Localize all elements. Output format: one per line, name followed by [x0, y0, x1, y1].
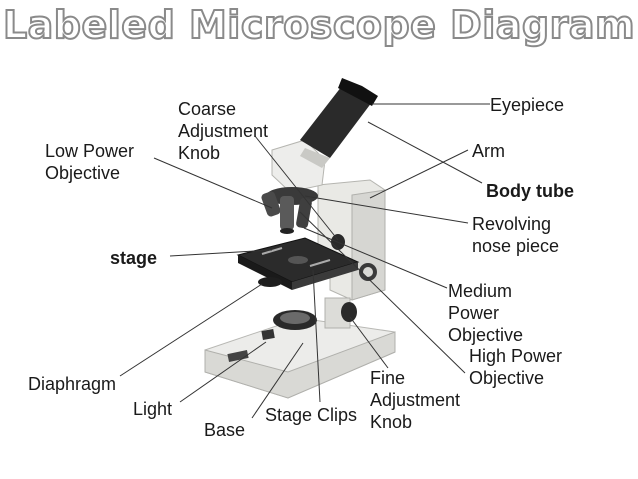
microscope-stage: [236, 237, 360, 290]
label-arm: Arm: [472, 141, 505, 161]
label-light: Light: [133, 399, 173, 419]
label-low-power-objective: Low Power Objective: [45, 141, 135, 183]
leader-line-high-power: [299, 211, 466, 374]
leader-line-light: [179, 341, 267, 403]
leader-line-fine-adjustment: [349, 316, 389, 369]
leader-line-low-power: [153, 157, 273, 209]
label-stage: stage: [110, 248, 158, 268]
leader-line-revolving-nose-piece: [304, 195, 469, 224]
microscope-head: [261, 78, 378, 234]
leader-line-stage-clips: [312, 269, 321, 403]
label-base: Base: [204, 420, 246, 440]
label-fine-adjustment-knob: Fine Adjustment Knob: [370, 368, 461, 432]
label-body-tube: Body tube: [486, 181, 574, 201]
label-high-power-objective: High Power Objective: [469, 346, 563, 388]
leader-line-arm: [369, 149, 469, 199]
leader-line-base: [251, 342, 304, 419]
label-eyepiece: Eyepiece: [490, 95, 565, 115]
leader-line-body-tube: [367, 121, 483, 184]
microscope-base: [204, 310, 396, 399]
diagram-title: Labeled Microscope Diagram: [2, 2, 636, 48]
leader-line-diaphragm: [119, 283, 263, 377]
leader-line-coarse-adjustment: [254, 135, 339, 241]
label-revolving-nose-piece: Revolving nose piece: [472, 214, 560, 256]
label-diaphragm: Diaphragm: [28, 374, 117, 394]
label-medium-power-objective: Medium Power Objective: [448, 281, 524, 345]
label-stage-clips: Stage Clips: [265, 405, 358, 425]
leader-line-medium-power: [303, 227, 448, 289]
label-coarse-adjustment-knob: Coarse Adjustment Knob: [178, 99, 269, 163]
leader-line-stage: [169, 249, 273, 257]
